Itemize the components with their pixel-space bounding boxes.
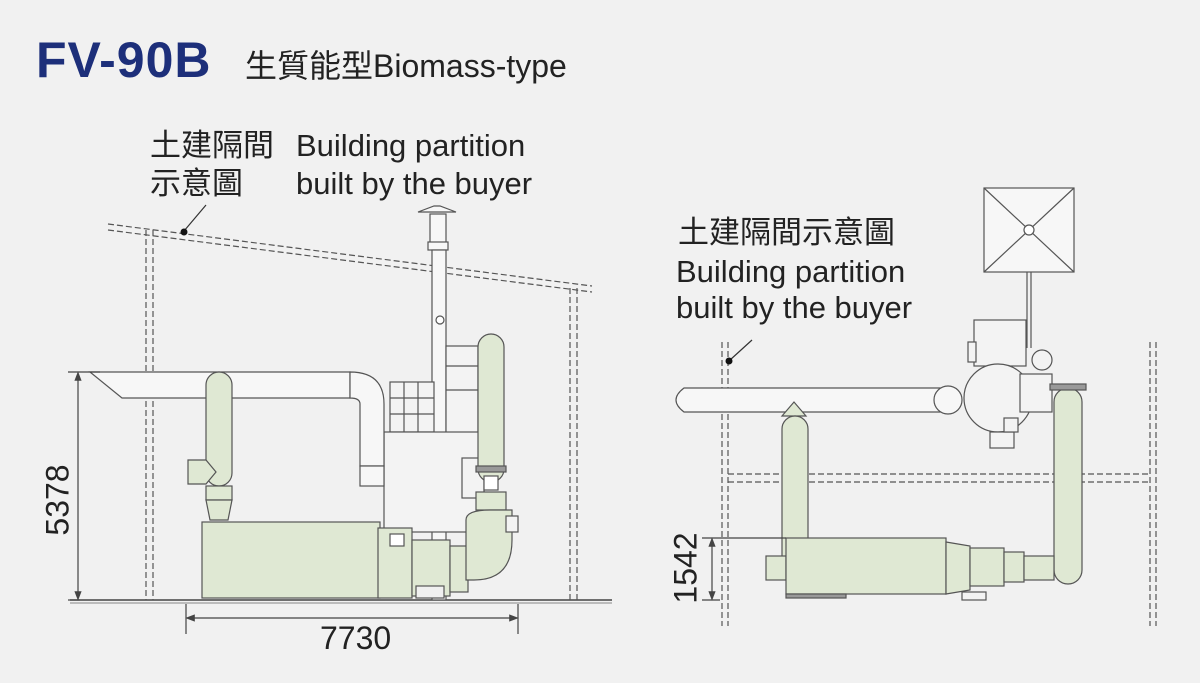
right-partition-leader [725, 339, 753, 365]
right-burner-pipe [1049, 383, 1087, 585]
left-width-dimension-line [185, 604, 519, 634]
left-main-duct [88, 371, 385, 487]
left-cyclone-column [187, 371, 233, 521]
left-furnace-body [201, 521, 469, 599]
model-subtitle: 生質能型Biomass-type [245, 48, 567, 84]
right-partition-label-en-1: Building partition [676, 254, 906, 289]
right-furnace-body [765, 537, 1055, 601]
left-partition-label-zh-1: 土建隔間 [150, 128, 274, 163]
left-burner-pipe [465, 333, 519, 581]
right-height-dimension-label: 1542 [667, 532, 704, 604]
right-partition-label-zh: 土建隔間示意圖 [678, 215, 895, 250]
left-partition-label-en-2: built by the buyer [296, 166, 533, 201]
left-partition-leader [180, 204, 207, 236]
left-partition-walls [145, 230, 578, 600]
left-partition-label-zh-2: 示意圖 [150, 166, 243, 201]
left-partition-label-en-1: Building partition [296, 128, 526, 163]
left-view [68, 204, 612, 634]
right-hopper-box [983, 187, 1075, 348]
right-horizontal-duct [675, 385, 963, 415]
left-height-dimension-line [68, 371, 100, 601]
left-height-dimension-label: 5378 [39, 464, 76, 536]
left-ground-line [70, 599, 612, 604]
right-fan-housing [963, 319, 1053, 449]
left-partition-roof [107, 223, 593, 293]
right-partition-label-en-2: built by the buyer [676, 290, 913, 325]
left-width-dimension-label: 7730 [320, 620, 392, 656]
right-view [675, 187, 1157, 626]
right-height-dimension-line [702, 537, 786, 601]
model-title: FV-90B [36, 32, 212, 88]
